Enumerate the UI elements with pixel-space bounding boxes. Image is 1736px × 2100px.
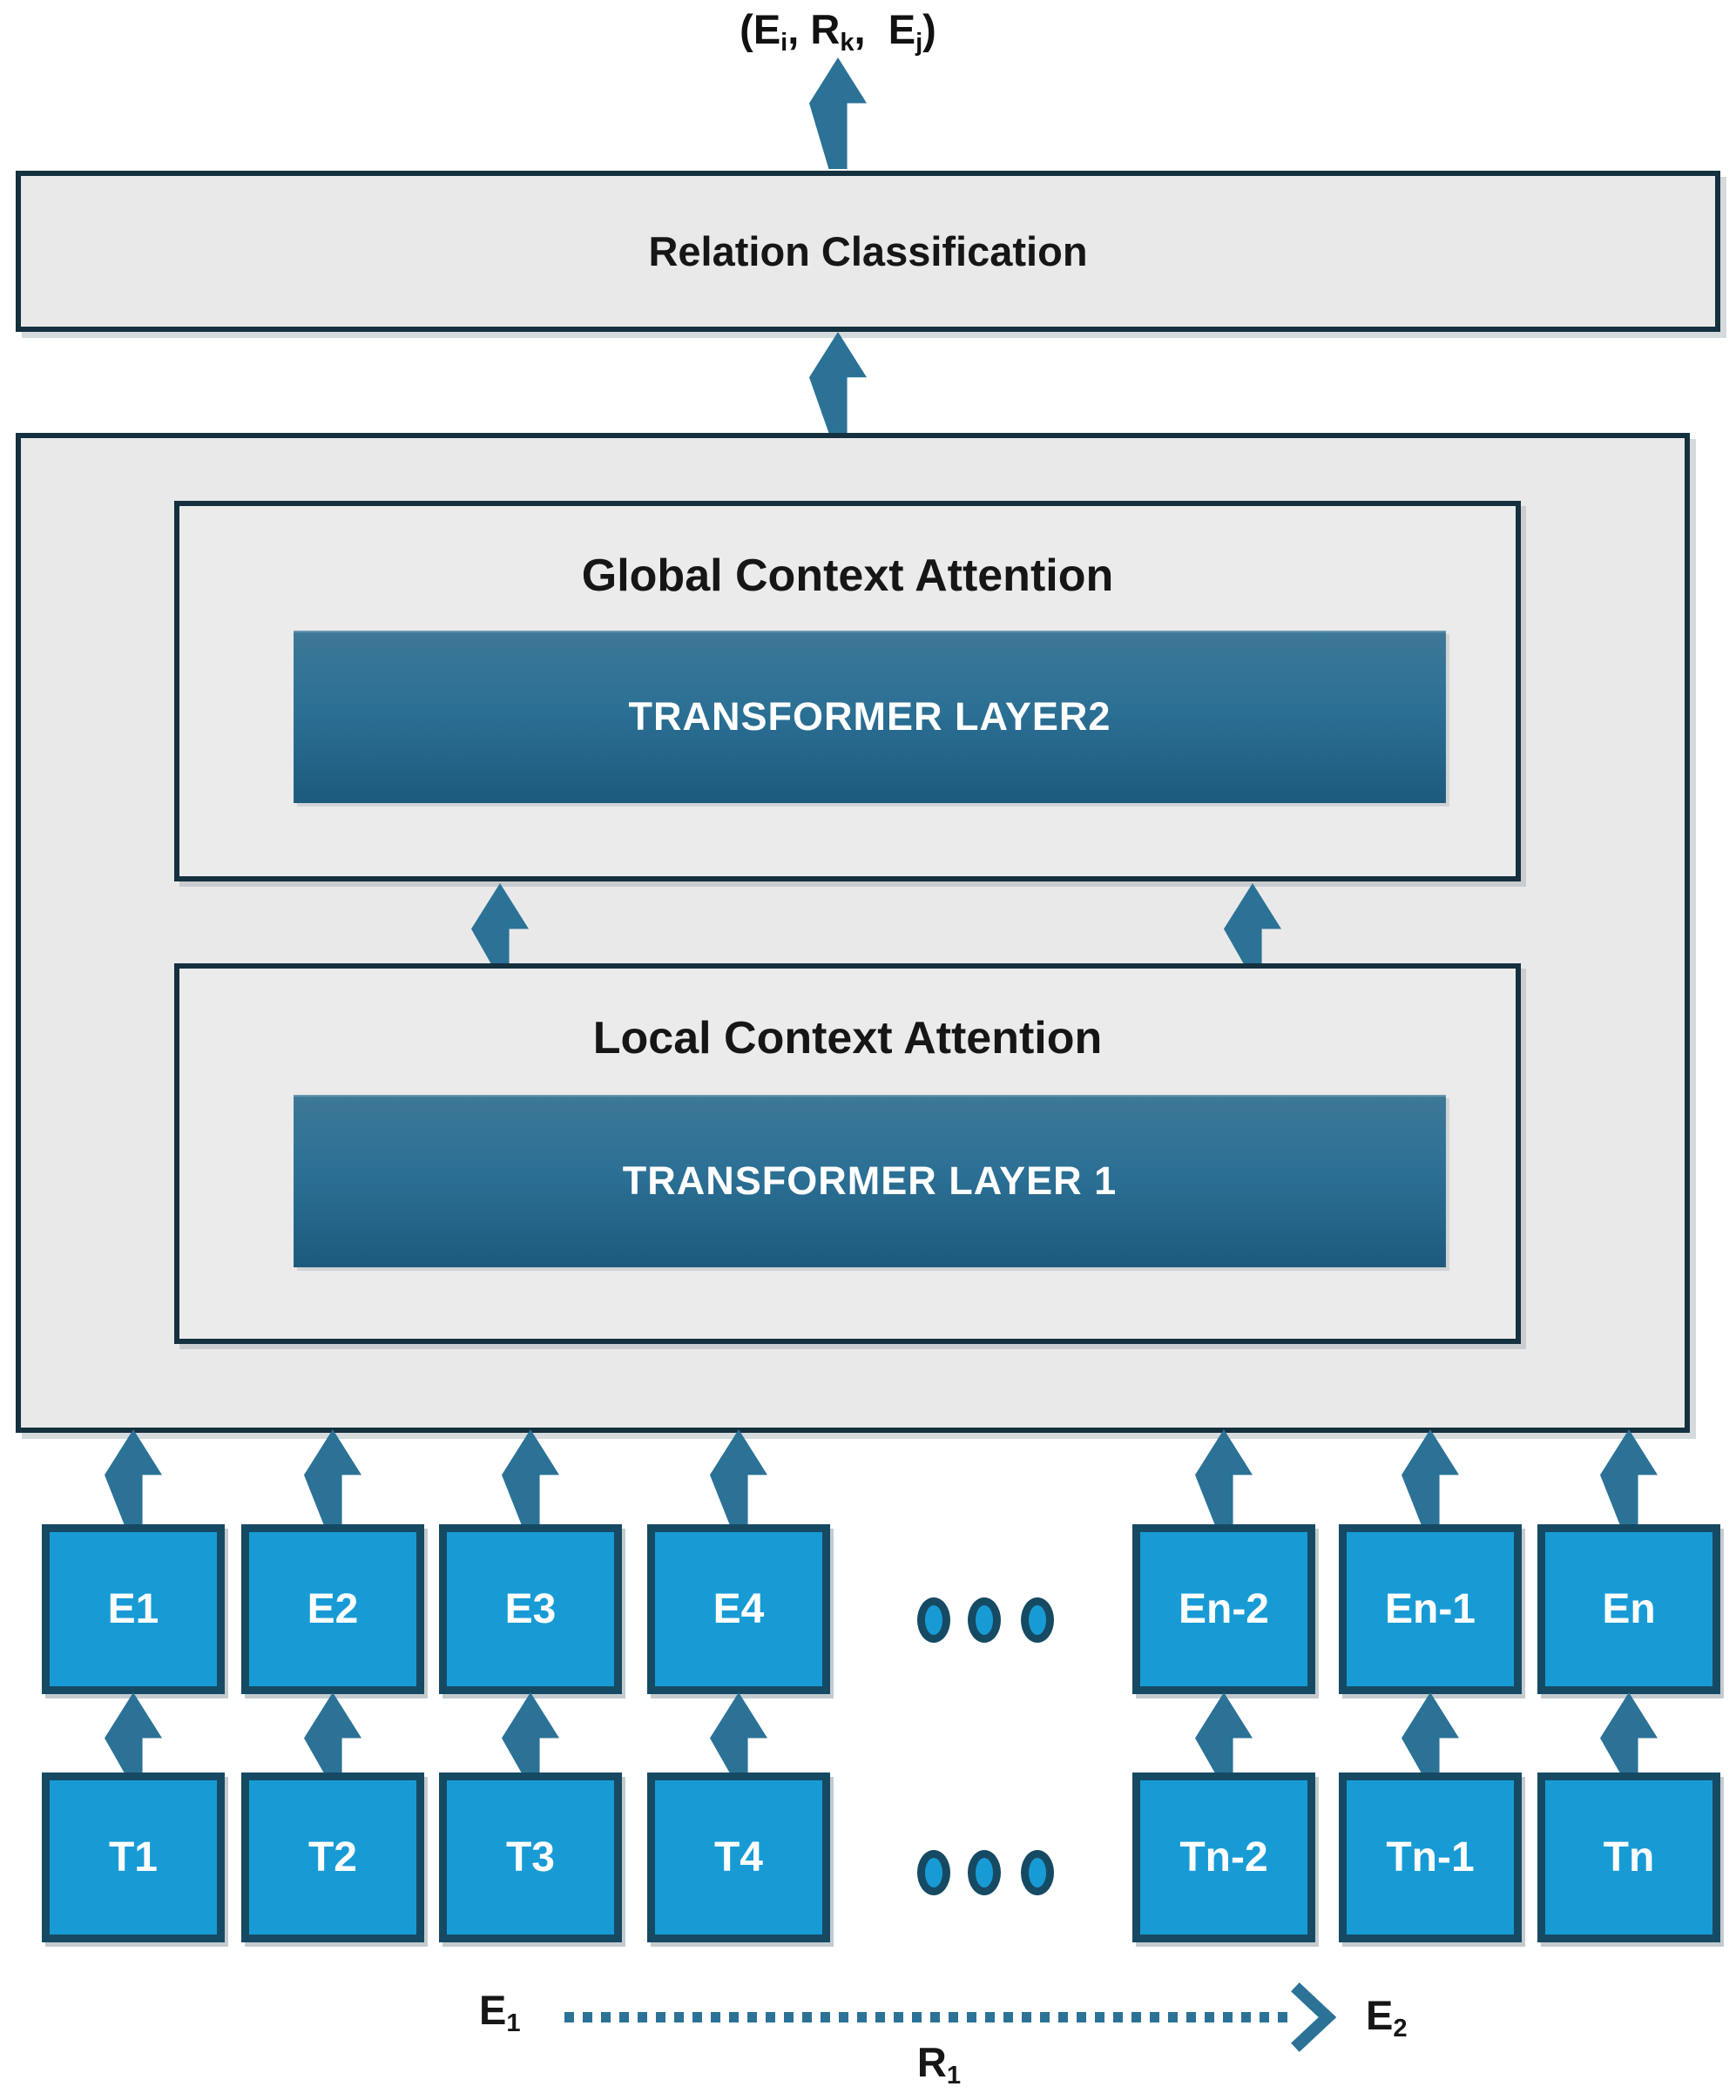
global-context-attention-box: Global Context Attention TRANSFORMER LAY…: [174, 501, 1521, 881]
arrow-up-icon: [105, 1692, 162, 1773]
arrow-up-icon: [1600, 1429, 1658, 1524]
arrow-up-icon: [809, 332, 867, 433]
arrow-up-icon: [502, 1692, 559, 1773]
arrow-up-icon: [304, 1429, 361, 1524]
embedding-box: E4: [647, 1524, 830, 1694]
token-box: Tn: [1537, 1773, 1720, 1942]
arrow-up-icon: [1600, 1692, 1658, 1773]
token-box: Tn-1: [1339, 1773, 1522, 1942]
transformer-layer1-box: TRANSFORMER LAYER 1: [294, 1095, 1446, 1267]
relation-classification-label: Relation Classification: [648, 228, 1088, 274]
embedding-box: En: [1537, 1524, 1720, 1694]
token-box: T4: [647, 1773, 830, 1942]
relation-source-label: E1: [479, 1987, 521, 2037]
ellipsis-dot-icon: [917, 1850, 950, 1895]
relation-target-label: E2: [1366, 1992, 1408, 2043]
ellipsis-dot-icon: [1021, 1597, 1054, 1643]
arrow-up-icon: [710, 1692, 767, 1773]
relation-dotted-arrow-line: [564, 2012, 1296, 2022]
token-box: T1: [42, 1773, 225, 1942]
relation-name-label: R1: [916, 2039, 962, 2090]
embedding-box: En-1: [1339, 1524, 1522, 1694]
embedding-box: E1: [42, 1524, 225, 1694]
transformer-layer2-label: TRANSFORMER LAYER2: [628, 694, 1111, 739]
arrow-up-icon: [1402, 1429, 1459, 1524]
token-box: T2: [241, 1773, 424, 1942]
ellipsis-dot-icon: [917, 1597, 950, 1643]
local-context-attention-title: Local Context Attention: [592, 1013, 1103, 1064]
token-box: Tn-2: [1132, 1773, 1315, 1942]
ellipsis-dot-icon: [968, 1850, 1001, 1895]
arrow-up-icon: [502, 1429, 559, 1524]
embedding-box: E2: [241, 1524, 424, 1694]
output-tuple-label: (Ei, Rk, Ej): [740, 6, 936, 57]
ellipsis-dot-icon: [968, 1597, 1001, 1643]
embedding-box: En-2: [1132, 1524, 1315, 1694]
token-box: T3: [439, 1773, 622, 1942]
ellipsis-dot-icon: [1021, 1850, 1054, 1895]
relation-arrowhead-icon: [1291, 1982, 1336, 2052]
arrow-up-icon: [1195, 1429, 1253, 1524]
relation-classification-box: Relation Classification: [16, 171, 1720, 332]
arrow-up-icon: [710, 1429, 767, 1524]
arrow-up-icon: [1402, 1692, 1459, 1773]
arrow-up-icon: [304, 1692, 361, 1773]
transformer-layer2-box: TRANSFORMER LAYER2: [294, 631, 1446, 803]
arrow-up-icon: [809, 57, 867, 169]
arrow-up-icon: [105, 1429, 162, 1524]
local-context-attention-box: Local Context Attention TRANSFORMER LAYE…: [174, 963, 1521, 1344]
global-context-attention-title: Global Context Attention: [581, 550, 1114, 601]
arrow-up-icon: [1195, 1692, 1253, 1773]
transformer-layer1-label: TRANSFORMER LAYER 1: [622, 1158, 1118, 1203]
embedding-box: E3: [439, 1524, 622, 1694]
